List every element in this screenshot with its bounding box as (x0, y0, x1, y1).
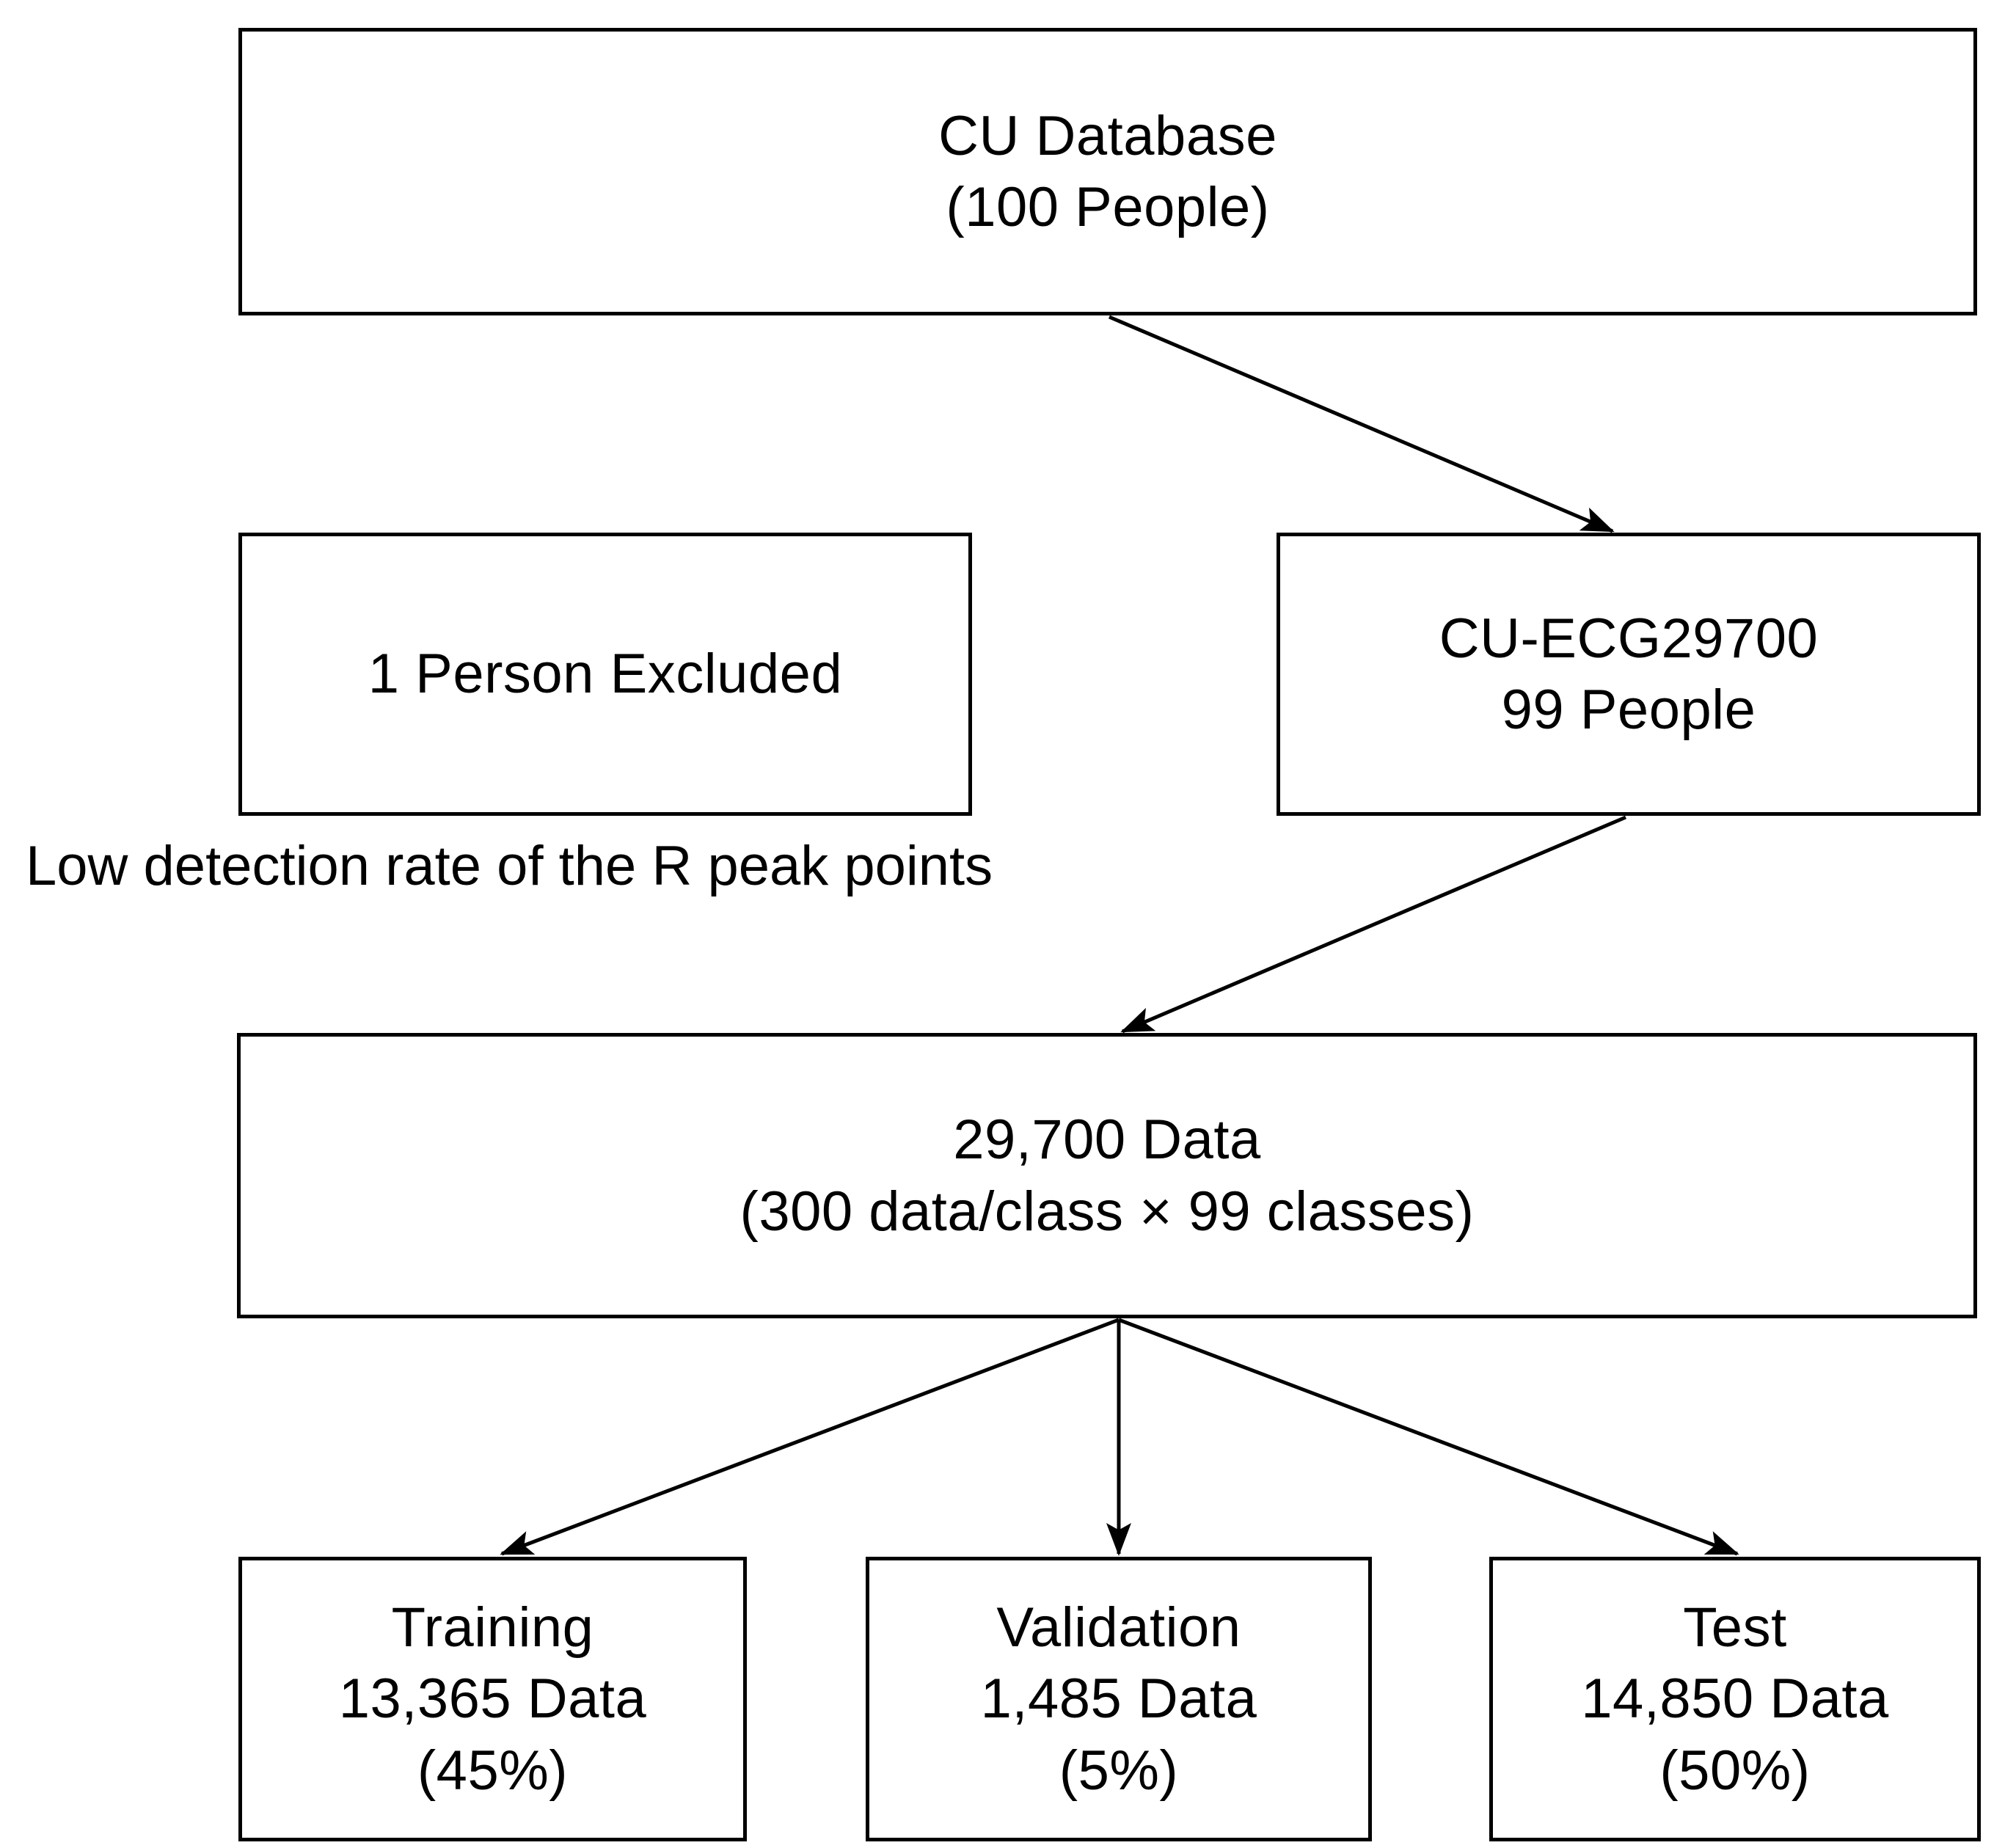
node-training-line-1: Training (391, 1596, 594, 1659)
node-cu-ecg29700-line-1: CU-ECG29700 (1439, 607, 1819, 670)
node-test-split: Test 14,850 Data (50%) (1489, 1557, 1981, 1841)
node-training-line-2: 13,365 Data (338, 1668, 647, 1731)
node-person-excluded-line-1: 1 Person Excluded (368, 643, 843, 706)
node-test-line-2: 14,850 Data (1581, 1668, 1889, 1731)
node-validation-line-1: Validation (996, 1596, 1241, 1659)
node-training-split: Training 13,365 Data (45%) (238, 1557, 747, 1841)
node-test-line-1: Test (1683, 1596, 1787, 1659)
node-dataset-total-line-1: 29,700 Data (953, 1109, 1261, 1172)
node-cu-ecg29700: CU-ECG29700 99 People (1277, 533, 1981, 816)
node-cu-database-line-2: (100 People) (946, 176, 1270, 238)
node-validation-line-3: (5%) (1059, 1739, 1179, 1802)
node-cu-database: CU Database (100 People) (238, 28, 1977, 315)
node-test-line-3: (50%) (1659, 1739, 1811, 1802)
edge-dataset-to-training (500, 1318, 1120, 1556)
node-dataset-total-line-2: (300 data/class × 99 classes) (739, 1180, 1475, 1243)
node-cu-ecg29700-line-2: 99 People (1501, 679, 1756, 741)
node-person-excluded: 1 Person Excluded (238, 533, 972, 816)
node-validation-line-2: 1,485 Data (980, 1668, 1257, 1731)
caption-low-detection-rate: Low detection rate of the R peak points (26, 835, 993, 897)
node-cu-database-line-1: CU Database (938, 104, 1277, 167)
edge-dataset-to-test (1118, 1318, 1739, 1556)
node-dataset-total: 29,700 Data (300 data/class × 99 classes… (237, 1033, 1977, 1318)
edge-database-to-ecg29700 (1109, 315, 1615, 533)
node-validation-split: Validation 1,485 Data (5%) (866, 1557, 1372, 1841)
node-training-line-3: (45%) (417, 1739, 569, 1802)
edge-ecg29700-to-dataset-total (1120, 815, 1626, 1034)
